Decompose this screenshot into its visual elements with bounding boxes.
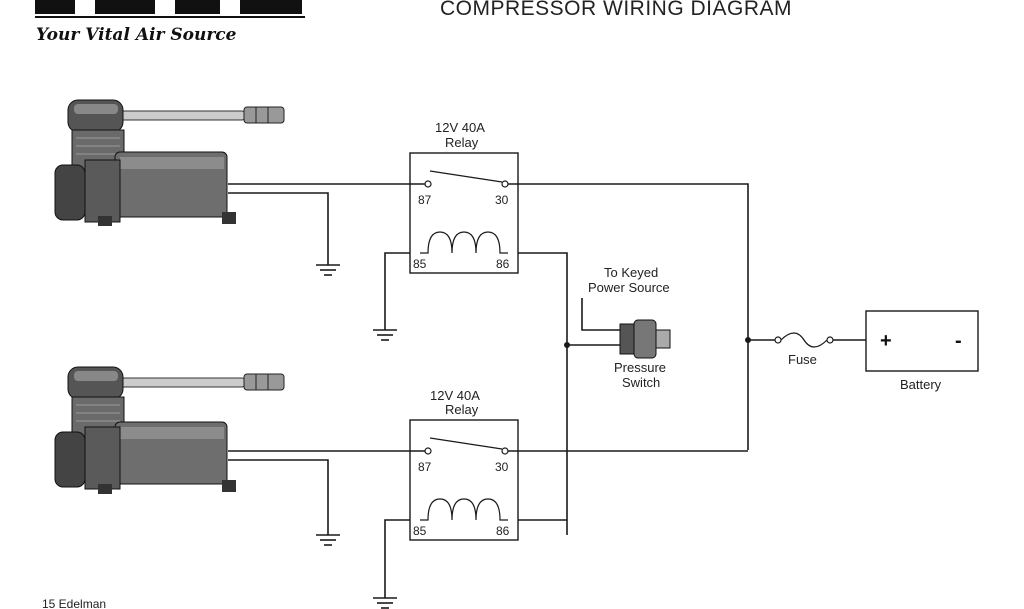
relay-top: 12V 40A Relay 87 30 85 86 — [409, 120, 519, 274]
pressure-switch-label-1: Pressure — [614, 360, 666, 375]
relay-bottom: 12V 40A Relay 87 30 85 86 — [409, 388, 519, 541]
pressure-switch-label-2: Switch — [622, 375, 660, 390]
relay-top-pin-86: 86 — [496, 257, 510, 271]
ground-symbols — [316, 264, 397, 609]
keyed-power-label-1: To Keyed — [604, 265, 658, 280]
footer-credit: 15 Edelman — [42, 597, 106, 609]
pressure-switch: To Keyed Power Source Pressure Switch — [588, 265, 671, 390]
relay-top-rating: 12V 40A — [435, 120, 485, 135]
relay-top-name: Relay — [445, 135, 479, 150]
keyed-power-label-2: Power Source — [588, 280, 670, 295]
fuse: Fuse — [774, 332, 834, 367]
relay-bottom-name: Relay — [445, 402, 479, 417]
relay-bottom-rating: 12V 40A — [430, 388, 480, 403]
relay-bottom-pin-86: 86 — [496, 524, 510, 538]
relay-top-pin-30: 30 — [495, 193, 509, 207]
fuse-label: Fuse — [788, 352, 817, 367]
relay-bottom-pin-30: 30 — [495, 460, 509, 474]
compressor-top — [54, 99, 285, 226]
relay-bottom-pin-87: 87 — [418, 460, 432, 474]
brand-tagline: Your Vital Air Source — [36, 25, 237, 45]
battery-positive: + — [880, 330, 892, 352]
relay-top-pin-87: 87 — [418, 193, 432, 207]
battery: + - Battery — [865, 310, 979, 392]
battery-negative: - — [955, 330, 962, 352]
battery-label: Battery — [900, 377, 942, 392]
relay-top-pin-85: 85 — [413, 257, 427, 271]
logo: Your Vital Air Source — [35, 0, 305, 45]
page-title: COMPRESSOR WIRING DIAGRAM — [440, 0, 792, 20]
wiring — [228, 183, 866, 598]
relay-bottom-pin-85: 85 — [413, 524, 427, 538]
compressor-bottom — [54, 366, 285, 494]
